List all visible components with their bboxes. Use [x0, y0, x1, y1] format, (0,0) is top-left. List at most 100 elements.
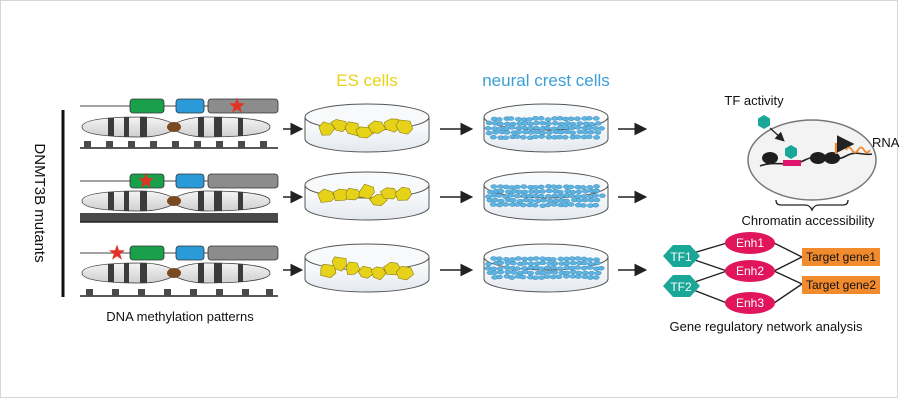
neural-crest-cell: [587, 197, 595, 203]
enh2-label: Enh2: [736, 264, 764, 278]
chromosome-1: [81, 116, 271, 138]
neural-crest-cell: [539, 256, 547, 261]
es-cells-title: ES cells: [336, 71, 397, 90]
neural-crest-cell: [491, 270, 498, 275]
es-cell-dish: [304, 171, 430, 221]
neural-crest-cell: [561, 135, 569, 140]
neural-crest-cell: [557, 129, 565, 135]
enh1-node: [725, 232, 775, 254]
neural-crest-cell: [555, 274, 563, 279]
es-cell-colony: [367, 120, 387, 134]
enh1-label: Enh1: [736, 236, 764, 250]
neural-crest-cell: [550, 202, 558, 207]
pink-site-marker: [783, 160, 801, 166]
neural-crest-cell: [550, 265, 557, 270]
neural-crest-cell: [593, 260, 601, 266]
neural-crest-cell: [497, 260, 505, 265]
rna-label: RNA: [872, 135, 900, 150]
neural-crest-cell: [569, 260, 577, 266]
neural-crest-cell: [585, 134, 593, 140]
neural-crest-cell: [588, 121, 595, 127]
neural-crest-cell: [543, 274, 551, 279]
neural-crest-cell: [526, 117, 533, 122]
neural-crest-cell: [567, 193, 575, 198]
neural-crest-cell: [490, 184, 498, 189]
neural-crest-cell: [545, 194, 552, 199]
neural-crest-cell: [574, 274, 582, 279]
neural-crest-cell: [544, 202, 552, 208]
neural-crest-cell: [485, 120, 493, 126]
neural-crest-cell: [544, 265, 551, 270]
neural-crest-cell: [527, 130, 535, 135]
neural-crest-cell: [502, 202, 510, 207]
dna-methylation-label: DNA methylation patterns: [106, 309, 254, 324]
gene-structure-1: [80, 97, 279, 114]
neural-crest-dish: [483, 243, 609, 293]
enh2-node: [725, 260, 775, 282]
domain-blue: [175, 245, 205, 261]
neural-crest-cell: [515, 256, 522, 261]
neural-crest-cell: [563, 198, 570, 204]
mutant-row-3: [80, 244, 279, 297]
neural-crest-cell: [532, 256, 540, 261]
es-cell-colony: [345, 187, 362, 201]
es-cell-colony: [330, 119, 348, 133]
neural-crest-cell: [576, 198, 583, 203]
es-cell-colony: [394, 186, 412, 201]
neural-crest-cell: [495, 117, 503, 122]
neural-crest-cell: [504, 269, 512, 275]
neural-crest-cell: [545, 121, 552, 126]
neural-crest-cell: [521, 256, 529, 262]
neural-crest-cell: [510, 261, 517, 266]
neural-crest-cell: [544, 117, 552, 122]
neural-crest-cell: [520, 184, 528, 189]
es-cell-colony: [331, 256, 347, 272]
neural-crest-cell: [507, 116, 515, 121]
neural-crest-cell: [551, 193, 559, 198]
neural-crest-cell: [508, 275, 516, 280]
neural-crest-cell: [495, 274, 503, 280]
neural-crest-cell: [552, 198, 560, 204]
neural-crest-cell: [532, 125, 540, 131]
chromosome-2: [81, 190, 271, 212]
neural-crest-cell: [569, 130, 577, 136]
neural-crest-cell: [551, 270, 559, 275]
neural-crest-cell: [549, 274, 557, 280]
neural-crest-cell: [585, 116, 593, 121]
neural-crest-cell: [557, 193, 565, 199]
es-cell-colony: [357, 265, 375, 279]
domain-green: [129, 245, 165, 261]
domain-blue: [175, 98, 205, 114]
neural-crest-cell: [546, 130, 553, 135]
methylation-track-2: [80, 213, 278, 223]
neural-crest-cell: [568, 125, 575, 131]
neural-crest-cell: [592, 193, 599, 198]
neural-crest-cell: [533, 120, 540, 126]
neural-crest-cell: [537, 184, 545, 190]
neural-crest-cell: [556, 125, 564, 130]
domain-gray: [207, 173, 279, 189]
tf-activity-label: TF activity: [724, 93, 784, 108]
neural-crest-cell: [586, 185, 594, 190]
neural-crest-cell: [513, 266, 521, 271]
neural-crest-cell: [574, 134, 581, 140]
neural-crest-cell: [562, 202, 569, 208]
neural-crest-cell: [520, 125, 528, 131]
neural-crest-cell: [513, 184, 521, 190]
neural-crest-dish: [483, 171, 609, 221]
neural-crest-cell: [490, 266, 497, 271]
neural-crest-cell: [492, 130, 499, 135]
neural-crest-cell: [556, 266, 564, 271]
methylation-track-3: [80, 289, 278, 297]
neural-crest-cell: [519, 202, 527, 208]
neural-crest-cell: [503, 121, 511, 127]
mutation-star: [109, 244, 125, 260]
tf2-node: [663, 275, 700, 297]
neural-crest-cell: [588, 271, 595, 276]
enh3-label: Enh3: [736, 296, 764, 310]
chromatin-accessibility-caption: Chromatin accessibility: [742, 213, 875, 228]
neural-crest-cell: [502, 135, 510, 140]
neural-crest-cell: [579, 185, 587, 190]
gene-regulatory-network: TF1 TF2 Enh1 Enh2 Enh3 Target gene1 Targ…: [663, 232, 880, 334]
